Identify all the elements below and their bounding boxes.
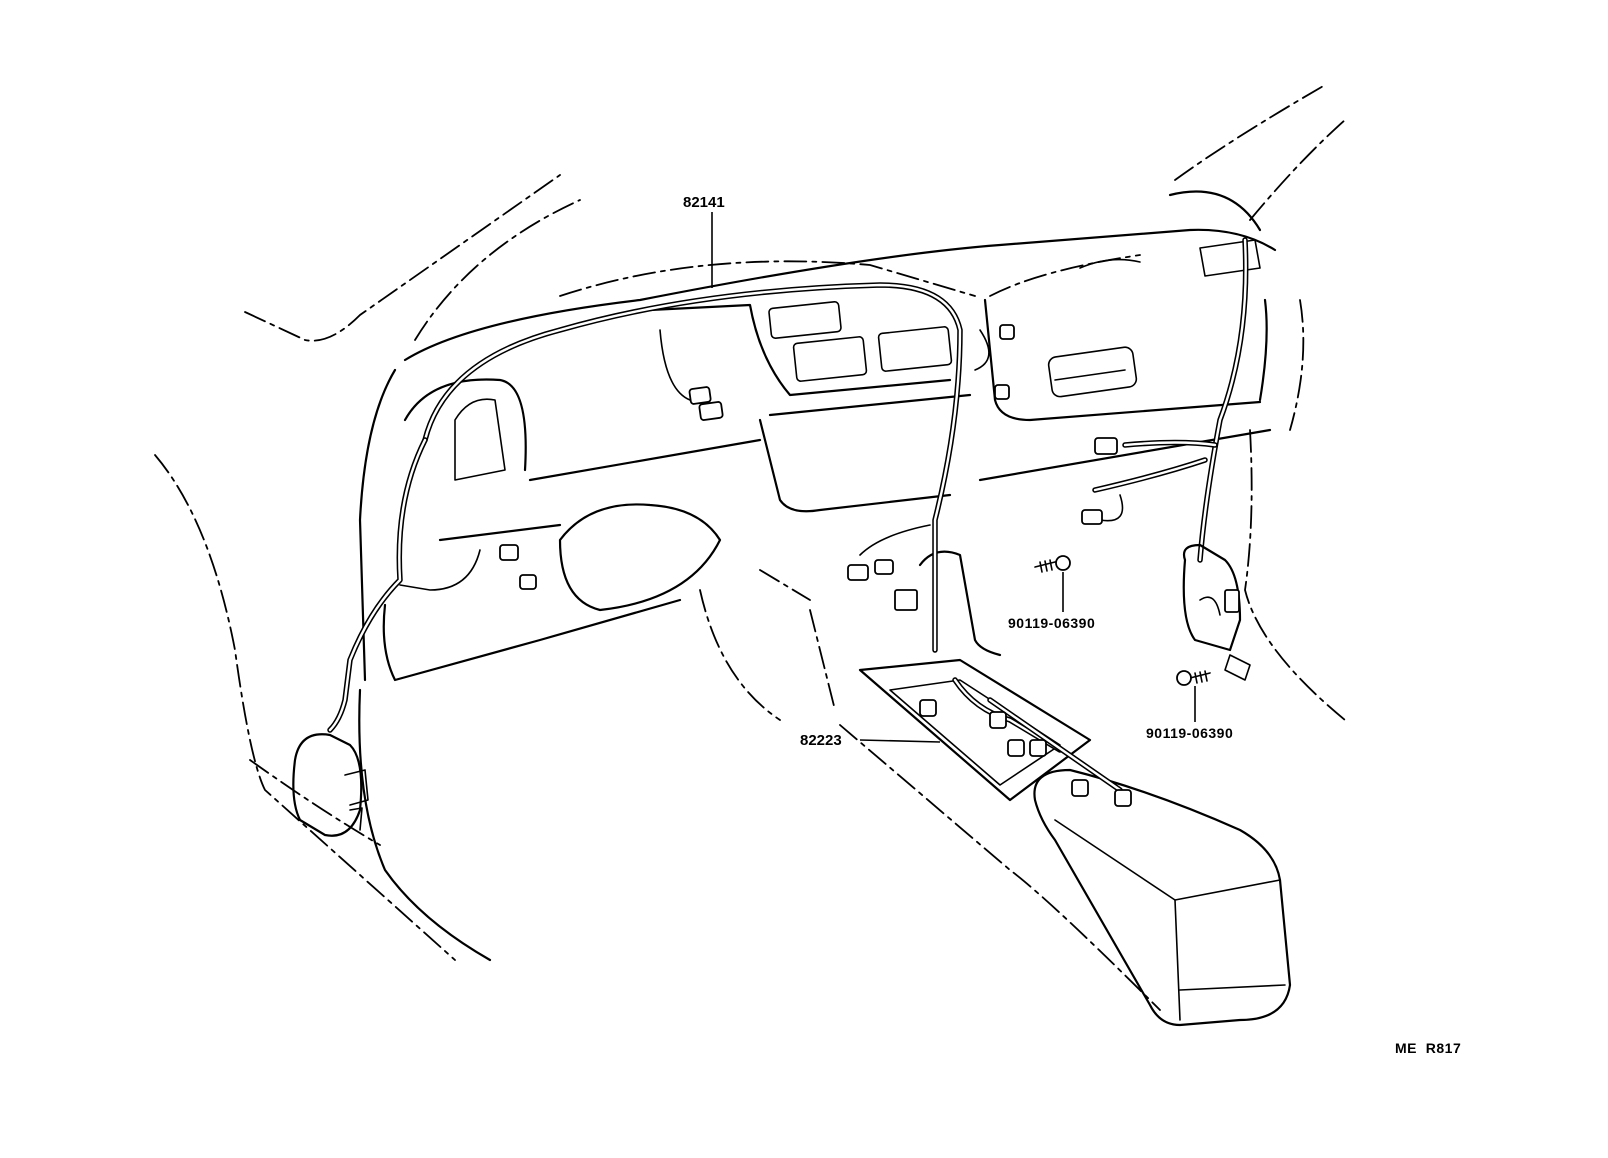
leader-lines <box>711 212 1196 743</box>
part-label-82141: 82141 <box>683 194 725 211</box>
body-phantom-lines <box>154 84 1346 1011</box>
bolt-label-2: 90119-06390 <box>1146 725 1233 741</box>
connector-icon <box>499 324 1132 807</box>
bolt-icon <box>1034 555 1211 686</box>
wire-harness-console <box>952 677 1123 793</box>
left-kick-module <box>292 733 369 837</box>
diagram-code: ME R817 <box>1395 1040 1461 1056</box>
dashboard-outline <box>358 190 1277 962</box>
center-console <box>858 550 1292 1027</box>
part-label-82223: 82223 <box>800 732 842 749</box>
wire-harness-right <box>1092 237 1249 563</box>
wire-harness-main <box>327 282 990 733</box>
bolt-label-1: 90119-06390 <box>1008 615 1095 631</box>
right-kick-module <box>1182 543 1251 681</box>
